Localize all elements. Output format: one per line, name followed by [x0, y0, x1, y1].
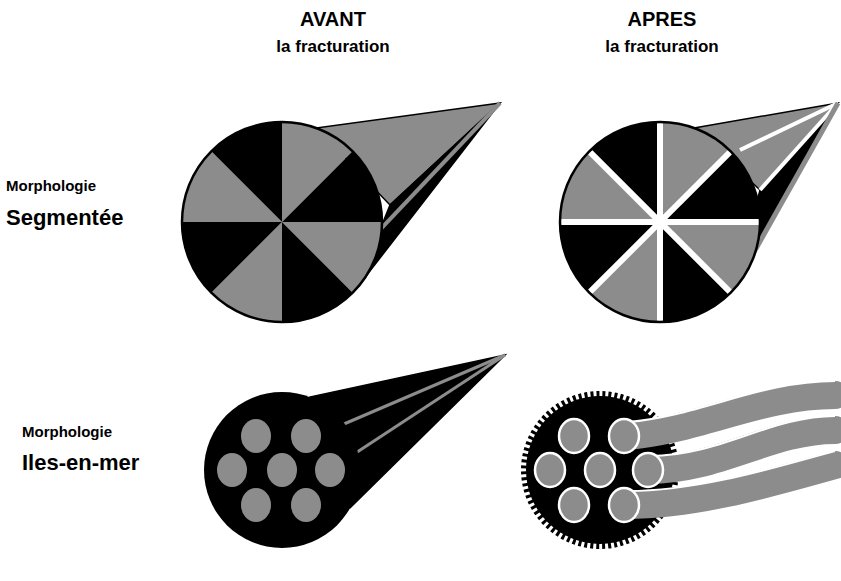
island-filament — [609, 419, 639, 453]
row-heading: Iles-en-mer — [22, 451, 139, 475]
island-filament — [217, 453, 247, 487]
segmented-fiber-after — [560, 103, 838, 322]
fiber-segment — [660, 151, 760, 222]
island-filament — [241, 419, 271, 453]
row-heading: Morphologie — [6, 178, 96, 195]
column-heading: APRES — [628, 8, 697, 30]
fiber-segment — [589, 122, 660, 222]
island-filament — [633, 453, 663, 487]
column-heading: la fracturation — [276, 38, 389, 57]
island-filament — [291, 488, 321, 522]
segmented-fiber-before — [182, 103, 500, 322]
island-filament — [609, 488, 639, 522]
column-heading: la fracturation — [605, 38, 718, 57]
fracture-gap — [589, 151, 730, 292]
fiber-segment — [660, 222, 731, 322]
islands-fiber-after — [524, 381, 835, 546]
fiber-segment — [282, 222, 353, 322]
island-filament — [241, 488, 271, 522]
fiber-segment — [282, 151, 382, 222]
fiber-segment — [211, 122, 282, 222]
fiber-segment — [560, 222, 660, 293]
island-filament — [267, 453, 297, 487]
island-filament — [291, 419, 321, 453]
islands-fiber-before — [204, 355, 505, 548]
row-heading: Morphologie — [22, 424, 112, 441]
row-heading: Segmentée — [6, 206, 123, 230]
island-filament — [585, 453, 615, 487]
island-filament — [535, 453, 565, 487]
island-filament — [315, 453, 345, 487]
fiber-segment — [182, 222, 282, 293]
island-filament — [559, 419, 589, 453]
island-filament — [559, 488, 589, 522]
column-heading: AVANT — [300, 8, 366, 30]
